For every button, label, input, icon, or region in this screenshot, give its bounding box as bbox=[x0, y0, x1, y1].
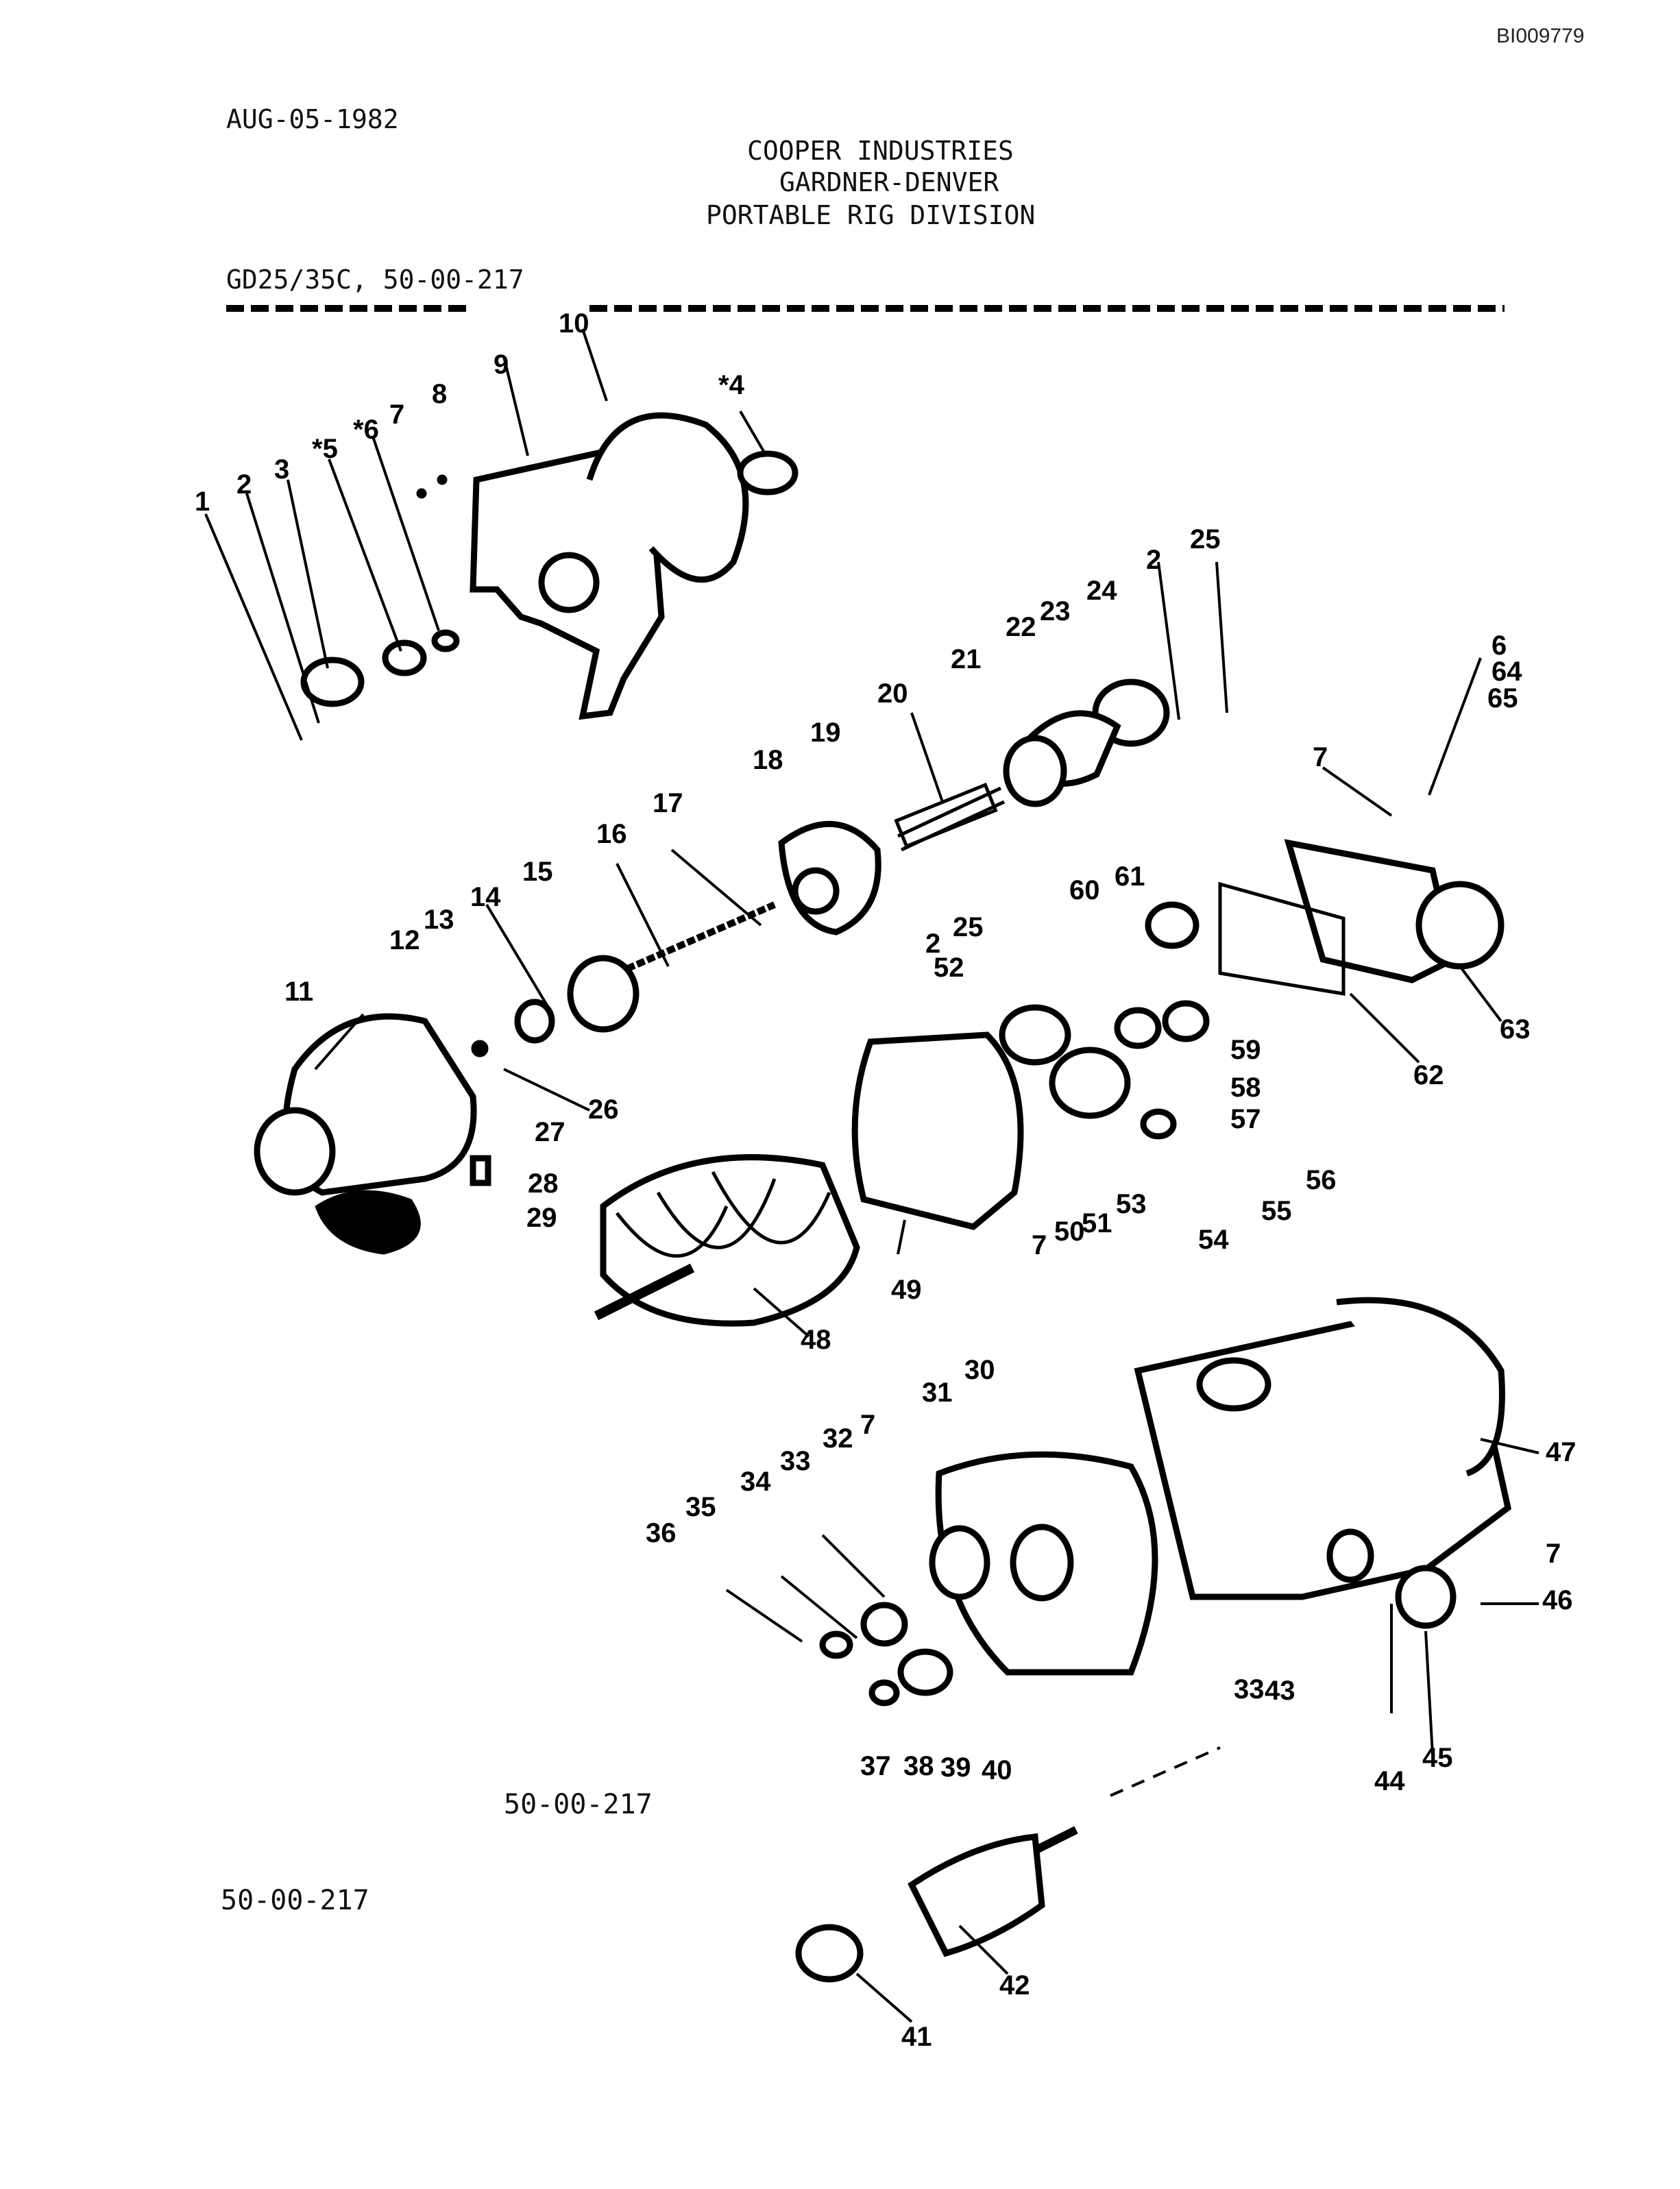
callout-25b: 25 bbox=[953, 912, 984, 942]
figure-caption: 50-00-217 bbox=[504, 1789, 653, 1820]
callout-35: 35 bbox=[685, 1492, 716, 1522]
callout-33: 33 bbox=[780, 1446, 811, 1476]
callout-4: *4 bbox=[718, 370, 745, 400]
callout-46: 46 bbox=[1542, 1585, 1573, 1615]
valve-assembly bbox=[471, 678, 1170, 1057]
callout-53: 53 bbox=[1116, 1189, 1147, 1219]
division-name: GARDNER-DENVER bbox=[779, 167, 999, 197]
callout-19: 19 bbox=[810, 718, 841, 748]
callout-6: *6 bbox=[353, 415, 379, 445]
callout-61: 61 bbox=[1115, 861, 1145, 892]
model-reference: GD25/35C, 50-00-217 bbox=[226, 265, 524, 295]
callout-58: 58 bbox=[1230, 1073, 1261, 1103]
callout-47: 47 bbox=[1546, 1437, 1576, 1467]
callout-6b: 6 bbox=[1492, 631, 1507, 661]
callout-24: 24 bbox=[1086, 576, 1117, 606]
callout-2: 2 bbox=[236, 469, 252, 500]
callout-11: 11 bbox=[284, 977, 313, 1007]
callout-13: 13 bbox=[424, 905, 454, 935]
callout-16: 16 bbox=[596, 819, 627, 849]
callout-22: 22 bbox=[1006, 612, 1036, 642]
callout-23: 23 bbox=[1040, 596, 1071, 626]
bottom-rotor bbox=[795, 1746, 1221, 1983]
callout-27: 27 bbox=[535, 1117, 565, 1147]
callout-34: 34 bbox=[740, 1467, 771, 1497]
callout-37: 37 bbox=[860, 1751, 891, 1781]
callout-30: 30 bbox=[964, 1355, 995, 1385]
callout-2c: 2 bbox=[925, 929, 940, 959]
main-housing bbox=[819, 1297, 1512, 1707]
callout-8: 8 bbox=[432, 379, 447, 409]
callout-20: 20 bbox=[877, 678, 908, 709]
callout-42: 42 bbox=[999, 1970, 1030, 2001]
callout-43: 43 bbox=[1265, 1676, 1295, 1706]
callout-29: 29 bbox=[526, 1203, 557, 1233]
callout-48: 48 bbox=[801, 1325, 831, 1355]
callout-41: 41 bbox=[901, 2022, 932, 2052]
callout-9: 9 bbox=[494, 350, 509, 380]
callout-18: 18 bbox=[753, 745, 783, 775]
callout-7a: 7 bbox=[389, 400, 404, 430]
callout-3: 3 bbox=[274, 454, 289, 485]
callout-12: 12 bbox=[389, 925, 420, 955]
motor-housing bbox=[254, 1013, 491, 1255]
document-date: AUG-05-1982 bbox=[226, 104, 399, 134]
callout-49: 49 bbox=[891, 1275, 922, 1305]
callout-62: 62 bbox=[1413, 1060, 1444, 1090]
callout-59: 59 bbox=[1230, 1035, 1261, 1065]
callout-10: 10 bbox=[559, 308, 589, 339]
callout-39: 39 bbox=[940, 1752, 971, 1783]
callout-55: 55 bbox=[1261, 1196, 1292, 1226]
callout-7c: 7 bbox=[1032, 1230, 1047, 1260]
callout-33b: 33 bbox=[1234, 1674, 1265, 1704]
rotor-assembly bbox=[594, 1000, 1210, 1327]
callout-60: 60 bbox=[1069, 875, 1100, 905]
bracket-assembly bbox=[300, 412, 799, 720]
callout-63: 63 bbox=[1500, 1014, 1531, 1044]
callout-54: 54 bbox=[1198, 1225, 1229, 1255]
callout-52: 52 bbox=[934, 953, 964, 983]
callout-44: 44 bbox=[1374, 1766, 1405, 1796]
callout-7b: 7 bbox=[1313, 742, 1328, 772]
callout-65: 65 bbox=[1487, 683, 1518, 713]
callout-7e: 7 bbox=[1546, 1539, 1561, 1569]
callout-38: 38 bbox=[903, 1751, 934, 1781]
callout-21: 21 bbox=[951, 644, 982, 674]
callout-1: 1 bbox=[195, 487, 210, 517]
document-id: BI009779 bbox=[1496, 25, 1585, 47]
callout-26: 26 bbox=[588, 1094, 619, 1125]
end-cover bbox=[1145, 839, 1505, 996]
leader-lines bbox=[204, 328, 1539, 2023]
callout-14: 14 bbox=[470, 882, 501, 912]
callout-28: 28 bbox=[528, 1169, 559, 1199]
callout-51: 51 bbox=[1082, 1208, 1112, 1238]
callout-31: 31 bbox=[922, 1378, 953, 1408]
division-subtitle: PORTABLE RIG DIVISION bbox=[706, 200, 1036, 230]
callout-57: 57 bbox=[1230, 1104, 1261, 1134]
callout-40: 40 bbox=[982, 1755, 1012, 1785]
company-name: COOPER INDUSTRIES bbox=[747, 136, 1014, 166]
callout-25: 25 bbox=[1190, 524, 1221, 554]
callout-64: 64 bbox=[1492, 657, 1522, 687]
callout-32: 32 bbox=[823, 1423, 853, 1454]
callout-36: 36 bbox=[646, 1518, 677, 1548]
callout-56: 56 bbox=[1306, 1165, 1337, 1195]
callout-15: 15 bbox=[522, 857, 553, 887]
callout-5: *5 bbox=[312, 434, 338, 464]
callout-2b: 2 bbox=[1146, 545, 1161, 575]
footer-reference: 50-00-217 bbox=[221, 1885, 369, 1916]
callout-45: 45 bbox=[1422, 1743, 1453, 1773]
callout-17: 17 bbox=[653, 788, 683, 818]
callout-labels: 1 2 3 *5 *6 7 8 9 10 *4 2 25 24 23 22 21… bbox=[195, 308, 1576, 2052]
callout-7d: 7 bbox=[860, 1410, 875, 1440]
callout-50: 50 bbox=[1054, 1216, 1085, 1247]
